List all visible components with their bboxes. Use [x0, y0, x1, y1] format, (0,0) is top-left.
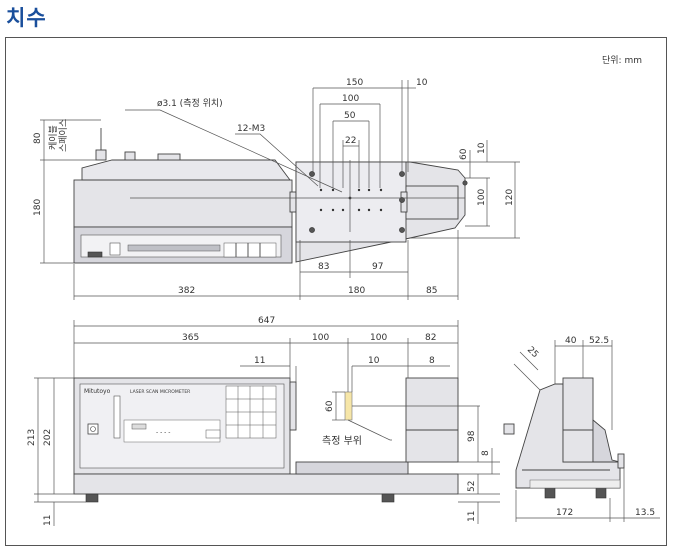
front-display	[123, 419, 221, 443]
dim-22: 22	[345, 136, 356, 146]
front-emitter-bracket	[289, 381, 297, 431]
cable-connector	[95, 149, 107, 161]
side-receiver-foot	[592, 419, 621, 463]
thread-label: 12-M3	[237, 124, 265, 134]
dim-60-top: 60	[459, 148, 469, 160]
top-view: ø3.1 (측정 위치) 12-M3 150 10 100 50 22 60 1…	[33, 78, 520, 300]
dim-202: 202	[43, 429, 53, 446]
svg-text:- - - -: - - - -	[156, 429, 170, 436]
top-panel-slot	[87, 251, 103, 258]
measure-label: 측정 부위	[322, 434, 362, 447]
page-title: 치수	[6, 6, 47, 30]
front-slot	[113, 395, 121, 439]
unit-label: 단위: mm	[602, 55, 642, 66]
side-receiver	[562, 377, 594, 463]
dim-180-left: 180	[33, 199, 43, 216]
dim-8-front: 8	[429, 356, 435, 366]
dim-52: 52	[467, 481, 477, 492]
dim-80: 80	[33, 132, 43, 144]
dim-10-top: 10	[416, 78, 428, 88]
dim-172: 172	[556, 508, 573, 518]
dim-100-front-b: 100	[370, 333, 387, 343]
dim-180-bottom: 180	[348, 286, 365, 296]
probe-label: ø3.1 (측정 위치)	[157, 97, 223, 109]
dim-97: 97	[372, 262, 383, 272]
side-knob	[503, 423, 515, 435]
front-model-name: LASER SCAN MICROMETER	[130, 389, 190, 395]
power-button[interactable]	[87, 423, 99, 435]
dim-11-left: 11	[43, 515, 53, 526]
dim-82: 82	[425, 333, 436, 343]
dim-100-front-a: 100	[312, 333, 329, 343]
dim-120: 120	[505, 189, 515, 206]
top-panel-keys	[223, 242, 277, 258]
top-panel-strip	[127, 244, 221, 252]
top-lid	[81, 159, 291, 181]
dim-60-front: 60	[325, 400, 335, 412]
dim-150: 150	[346, 78, 363, 88]
cable-space-label-2: 스페이스	[58, 119, 69, 152]
front-base	[73, 473, 459, 495]
dim-365: 365	[182, 333, 199, 343]
front-view: Mitutoyo LASER SCAN MICROMETER LSM-6900 …	[27, 316, 500, 526]
dim-83: 83	[318, 262, 329, 272]
dim-50: 50	[344, 111, 356, 121]
dim-100-top: 100	[342, 94, 359, 104]
front-stage	[295, 461, 409, 475]
side-view: 25 40 52.5 172 13.5	[503, 336, 660, 522]
dim-213: 213	[27, 429, 37, 446]
cable-space-label-1: 케이블	[48, 125, 59, 150]
dim-25: 25	[525, 345, 540, 360]
dim-13-5: 13.5	[635, 508, 655, 518]
front-brand: Mitutoyo	[84, 388, 111, 395]
top-connector-3	[157, 153, 181, 161]
top-connector-2	[124, 151, 136, 161]
dim-382: 382	[178, 286, 195, 296]
dim-8-right: 8	[481, 450, 491, 456]
front-keypad	[225, 385, 277, 439]
dim-11-front: 11	[254, 356, 265, 366]
dim-647: 647	[258, 316, 275, 326]
dim-40: 40	[565, 336, 577, 346]
top-panel-display	[109, 242, 121, 256]
dim-10-right: 10	[477, 142, 487, 154]
front-receiver	[405, 377, 459, 463]
dim-10-front: 10	[368, 356, 380, 366]
dim-52-5: 52.5	[589, 336, 609, 346]
top-receiver	[405, 185, 459, 220]
dim-11-right: 11	[467, 511, 477, 522]
dim-98: 98	[467, 430, 477, 442]
dim-85: 85	[426, 286, 437, 296]
dim-100-right: 100	[477, 189, 487, 206]
top-body-upper	[73, 179, 293, 228]
top-side-bracket	[289, 191, 297, 213]
measurement-area	[344, 391, 353, 421]
